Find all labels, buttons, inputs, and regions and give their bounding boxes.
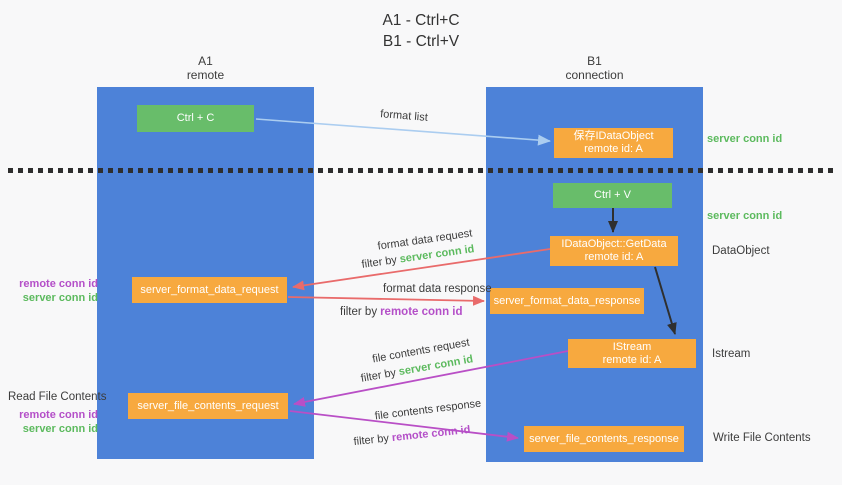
label-filter-by: filter by — [340, 306, 378, 318]
lane-header-b1: B1 connection — [486, 54, 703, 82]
ids-file-request: remote conn id server conn id — [10, 409, 98, 436]
node-istream-line1: IStream — [612, 340, 652, 353]
node-save-dataobject-line2: remote id: A — [584, 143, 643, 155]
label-write-file-contents: Write File Contents — [713, 432, 811, 444]
label-istream: Istream — [712, 348, 751, 360]
node-save-dataobject-line1: 保存IDataObject — [573, 130, 654, 142]
label-filter-remote-conn-id: remote conn id — [391, 423, 471, 445]
arrow-format-data-response — [287, 295, 485, 306]
label-server-conn-id-mid: server conn id — [707, 210, 783, 222]
node-server-format-data-response-label: server_format_data_response — [493, 294, 641, 307]
ids-format-request: remote conn id server conn id — [10, 278, 98, 305]
label-filter-by: filter by — [360, 254, 398, 271]
node-ctrl-v-label: Ctrl + V — [594, 189, 631, 201]
node-server-file-contents-response: server_file_contents_response — [524, 426, 684, 452]
label-read-file-contents: Read File Contents — [8, 391, 107, 403]
node-istream: IStream remote id: A — [568, 339, 696, 368]
lane-b1-id: B1 — [587, 54, 602, 68]
node-ctrl-c-label: Ctrl + C — [176, 112, 215, 124]
label-dataobject: DataObject — [712, 245, 770, 257]
node-server-format-data-response: server_format_data_response — [490, 288, 644, 314]
node-getdata: IDataObject::GetData remote id: A — [550, 236, 678, 266]
node-ctrl-c: Ctrl + C — [137, 105, 254, 132]
label-remote-conn-id: remote conn id — [19, 278, 98, 290]
divider-dotted-line — [8, 168, 836, 173]
label-format-list: format list — [379, 108, 429, 124]
node-getdata-line1: IDataObject::GetData — [561, 238, 667, 250]
label-server-conn-id-top: server conn id — [707, 133, 783, 145]
diagram-title: A1 - Ctrl+C B1 - Ctrl+V — [0, 10, 842, 52]
node-server-file-contents-request-label: server_file_contents_request — [137, 399, 279, 412]
node-server-file-contents-request: server_file_contents_request — [128, 393, 288, 419]
node-server-format-data-request: server_format_data_request — [132, 277, 287, 303]
label-file-contents-response: file contents response — [374, 397, 482, 423]
label-format-data-response: format data response — [383, 283, 492, 295]
title-line-a1: A1 - Ctrl+C — [382, 12, 460, 29]
node-istream-line2: remote id: A — [602, 353, 662, 366]
node-server-format-data-request-label: server_format_data_request — [140, 283, 279, 296]
lane-a1-id: A1 — [198, 54, 213, 68]
label-filter-by: filter by — [353, 432, 390, 449]
lane-header-a1: A1 remote — [97, 54, 314, 82]
node-ctrl-v: Ctrl + V — [553, 183, 672, 208]
node-save-dataobject: 保存IDataObject remote id: A — [554, 128, 673, 158]
lane-b1-role: connection — [565, 68, 624, 82]
label-filter-by: filter by — [359, 366, 397, 385]
title-line-b1: B1 - Ctrl+V — [382, 33, 460, 50]
node-server-file-contents-response-label: server_file_contents_response — [529, 432, 679, 445]
label-server-conn-id: server conn id — [22, 291, 98, 304]
label-filter-remote-conn-id: remote conn id — [380, 306, 463, 318]
node-getdata-line2: remote id: A — [584, 251, 644, 263]
label-server-conn-id: server conn id — [22, 422, 98, 435]
label-remote-conn-id: remote conn id — [19, 409, 98, 421]
lane-a1-role: remote — [186, 68, 225, 82]
